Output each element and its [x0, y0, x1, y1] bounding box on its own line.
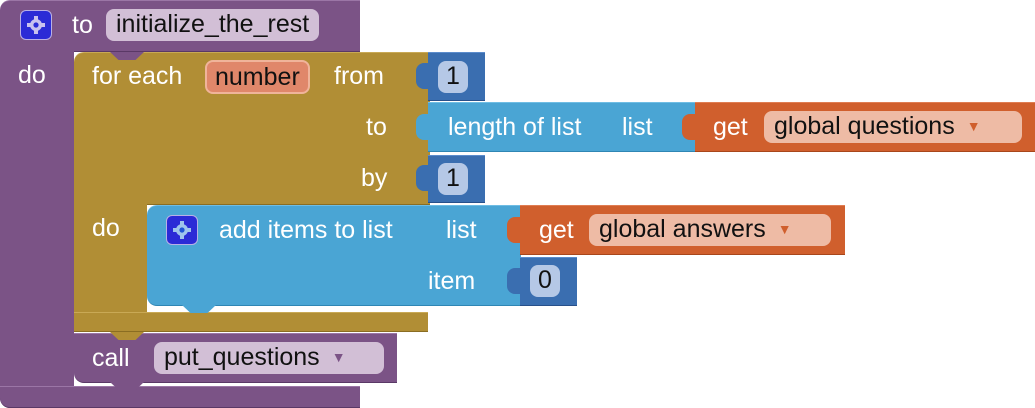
loop-variable-field[interactable]: number — [205, 60, 310, 94]
get-keyword: get — [539, 216, 574, 244]
for-each-do-column — [74, 200, 147, 332]
global-questions-dropdown[interactable]: global questions ▼ — [764, 111, 1022, 143]
global-questions-value: global questions — [774, 112, 955, 140]
dropdown-arrow-icon: ▼ — [331, 349, 346, 365]
keyword-do: do — [18, 61, 46, 89]
procedure-name-field[interactable]: initialize_the_rest — [106, 9, 320, 41]
call-keyword: call — [92, 344, 130, 372]
add-items-label: add items to list — [219, 216, 393, 244]
by-socket-tab — [416, 165, 430, 191]
gear-glyph-icon — [27, 16, 45, 34]
gear-icon[interactable] — [166, 215, 198, 245]
global-answers-value: global answers — [599, 215, 766, 243]
questions-socket-tab — [682, 114, 696, 140]
label-by: by — [361, 164, 388, 192]
length-of-list-label: length of list — [448, 113, 582, 141]
item-socket-tab — [507, 268, 521, 294]
notch — [110, 52, 144, 60]
add-items-list-label: list — [446, 216, 477, 244]
gear-glyph-icon — [173, 221, 191, 239]
answers-socket-tab — [507, 217, 521, 243]
label-do: do — [92, 214, 120, 242]
notch — [182, 305, 216, 313]
add-items-item-label: item — [428, 267, 476, 295]
procedure-block-body[interactable] — [0, 50, 74, 408]
keyword-for-each: for each — [92, 62, 183, 90]
dropdown-arrow-icon: ▼ — [966, 118, 981, 134]
by-value-field[interactable]: 1 — [438, 163, 468, 195]
from-socket-tab — [416, 63, 430, 89]
from-value-field[interactable]: 1 — [438, 61, 468, 93]
dropdown-arrow-icon: ▼ — [777, 221, 792, 237]
length-of-list-block[interactable] — [428, 102, 696, 152]
get-keyword: get — [713, 113, 748, 141]
global-answers-dropdown[interactable]: global answers ▼ — [589, 214, 831, 246]
for-each-footer — [74, 312, 428, 332]
call-procedure-value: put_questions — [164, 343, 320, 371]
gear-icon[interactable] — [20, 10, 52, 40]
to-socket-tab — [416, 114, 430, 140]
add-items-to-list-block[interactable] — [147, 205, 521, 306]
notch — [110, 332, 144, 340]
keyword-to: to — [72, 11, 93, 39]
label-to: to — [366, 113, 387, 141]
item-value-field[interactable]: 0 — [530, 265, 560, 297]
procedure-block-footer[interactable] — [0, 386, 360, 408]
call-procedure-dropdown[interactable]: put_questions ▼ — [154, 342, 384, 374]
length-of-list-socket-label: list — [622, 113, 653, 141]
notch — [110, 382, 144, 390]
label-from: from — [334, 62, 384, 90]
